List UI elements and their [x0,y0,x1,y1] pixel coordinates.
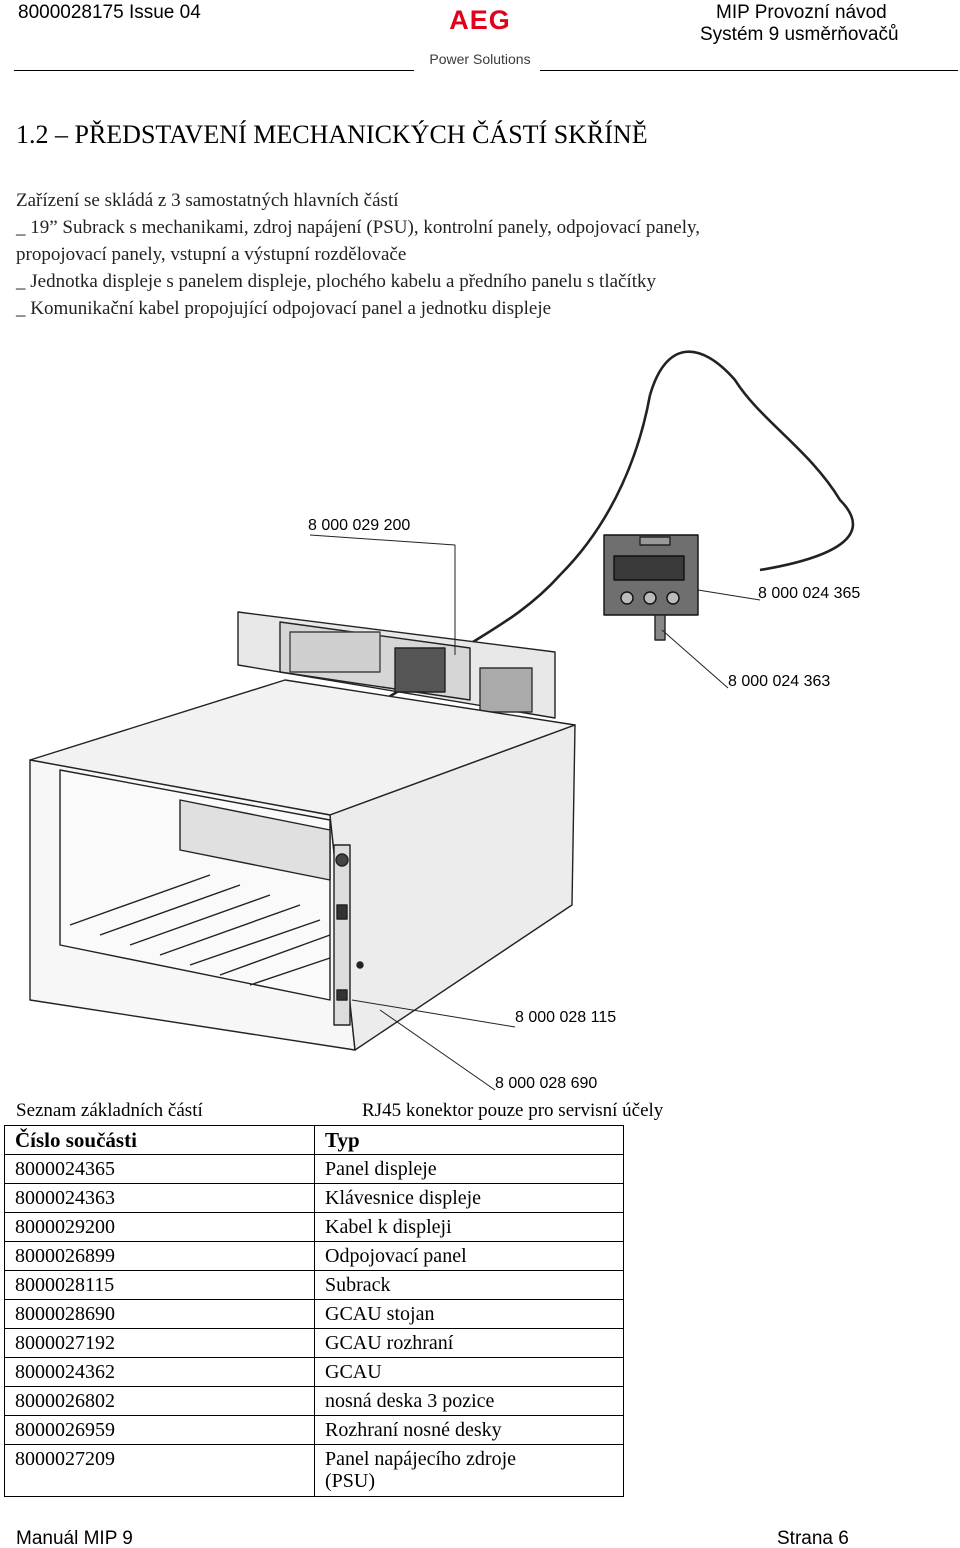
callout-label: 8 000 024 363 [728,673,830,690]
header-doc-title: MIP Provozní návod [716,2,887,23]
intro-line: _ 19” Subrack s mechanikami, zdroj napáj… [16,217,700,238]
part-type: Klávesnice displeje [314,1183,624,1213]
table-row: 8000026899 Odpojovací panel [4,1241,624,1271]
header-doc-subtitle: Systém 9 usměrňovačů [700,24,899,45]
footer-manual-name: Manuál MIP 9 [16,1528,133,1548]
parts-list-caption: Seznam základních částí [16,1100,203,1121]
part-type: nosná deska 3 pozice [314,1386,624,1416]
part-number: 8000026959 [4,1415,315,1445]
rj45-note: RJ45 konektor pouze pro servisní účely [362,1100,664,1121]
header-doc-id: 8000028175 Issue 04 [18,2,201,23]
table-row: 8000026802 nosná deska 3 pozice [4,1386,624,1416]
part-type: Rozhraní nosné desky [314,1415,624,1445]
part-number: 8000024363 [4,1183,315,1213]
part-number: 8000027192 [4,1328,315,1358]
table-row: 8000024362 GCAU [4,1357,624,1387]
table-header-cell: Typ [314,1125,624,1155]
table-header-cell: Číslo součásti [4,1125,315,1155]
intro-line: propojovací panely, vstupní a výstupní r… [16,244,407,265]
table-row: 8000024363 Klávesnice displeje [4,1183,624,1213]
table-row: 8000028690 GCAU stojan [4,1299,624,1329]
part-number: 8000024365 [4,1154,315,1184]
part-number: 8000027209 [4,1444,315,1497]
intro-line: _ Komunikační kabel propojující odpojova… [16,298,552,319]
part-type-line: (PSU) [325,1470,376,1492]
part-number: 8000026899 [4,1241,315,1271]
callout-label: 8 000 028 115 [515,1009,616,1026]
header-rule-left [14,70,414,71]
table-row: 8000027192 GCAU rozhraní [4,1328,624,1358]
table-row: 8000028115 Subrack [4,1270,624,1300]
callout-label: 8 000 028 690 [495,1075,597,1092]
part-type: Odpojovací panel [314,1241,624,1271]
parts-table: Číslo součásti Typ 8000024365 Panel disp… [4,1125,624,1497]
aeg-logo: AEG Power Solutions [420,4,540,68]
table-row: 8000029200 Kabel k displeji [4,1212,624,1242]
table-row: 8000024365 Panel displeje [4,1154,624,1184]
part-number: 8000026802 [4,1386,315,1416]
part-type: Subrack [314,1270,624,1300]
part-number: 8000028690 [4,1299,315,1329]
part-number: 8000029200 [4,1212,315,1242]
cabinet-drawing: 8 000 029 200 8 000 024 365 8 000 024 36… [29,350,860,1092]
part-type: GCAU [314,1357,624,1387]
section-title: 1.2 – PŘEDSTAVENÍ MECHANICKÝCH ČÁSTÍ SKŘ… [16,120,648,149]
footer-page-number: Strana 6 [777,1528,849,1548]
part-type: GCAU stojan [314,1299,624,1329]
intro-line: Zařízení se skládá z 3 samostatných hlav… [16,190,399,211]
brand-name: AEG [449,5,511,35]
part-type-line: Panel napájecího zdroje [325,1448,517,1470]
table-row: 8000027209 Panel napájecího zdroje (PSU) [4,1444,624,1497]
brand-subtitle: Power Solutions [429,51,531,67]
callout-label: 8 000 029 200 [308,517,410,534]
part-number: 8000024362 [4,1357,315,1387]
part-type: GCAU rozhraní [314,1328,624,1358]
intro-line: _ Jednotka displeje s panelem displeje, … [16,271,657,292]
header-rule-right [540,70,958,71]
table-header-row: Číslo součásti Typ [4,1125,624,1155]
part-type: Panel displeje [314,1154,624,1184]
callout-label: 8 000 024 365 [758,585,860,602]
part-type: Panel napájecího zdroje (PSU) [314,1444,624,1497]
part-type: Kabel k displeji [314,1212,624,1242]
part-number: 8000028115 [4,1270,315,1300]
table-row: 8000026959 Rozhraní nosné desky [4,1415,624,1445]
